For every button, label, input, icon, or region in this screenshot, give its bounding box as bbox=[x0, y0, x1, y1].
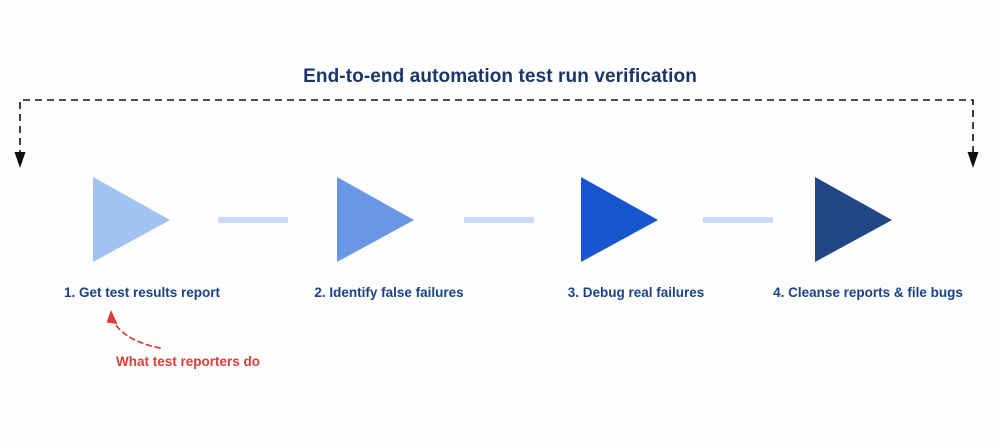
feedback-loop-left-arrowhead bbox=[14, 152, 26, 168]
stage-label-4: 4. Cleanse reports & file bugs bbox=[773, 285, 963, 300]
annotation-arrow bbox=[106, 310, 161, 349]
feedback-loop-dashed-path bbox=[19, 99, 974, 157]
connector-3-4 bbox=[703, 217, 773, 223]
stage-arrow-4[interactable] bbox=[815, 177, 892, 262]
connector-1-2 bbox=[218, 217, 288, 223]
annotation-arrow-curve bbox=[113, 321, 161, 349]
annotation-arrowhead bbox=[106, 310, 118, 324]
annotation-label: What test reporters do bbox=[116, 354, 261, 369]
stage-label-1: 1. Get test results report bbox=[63, 285, 221, 300]
feedback-loop-bracket bbox=[14, 99, 979, 168]
stage-arrow-1[interactable] bbox=[93, 177, 170, 262]
stage-label-2: 2. Identify false failures bbox=[314, 285, 464, 300]
stage-arrow-2[interactable] bbox=[337, 177, 414, 262]
feedback-loop-right-arrowhead bbox=[967, 152, 979, 168]
stage-label-3: 3. Debug real failures bbox=[567, 285, 705, 300]
stage-arrow-3[interactable] bbox=[581, 177, 658, 262]
page-title: End-to-end automation test run verificat… bbox=[303, 66, 697, 87]
connector-2-3 bbox=[464, 217, 534, 223]
